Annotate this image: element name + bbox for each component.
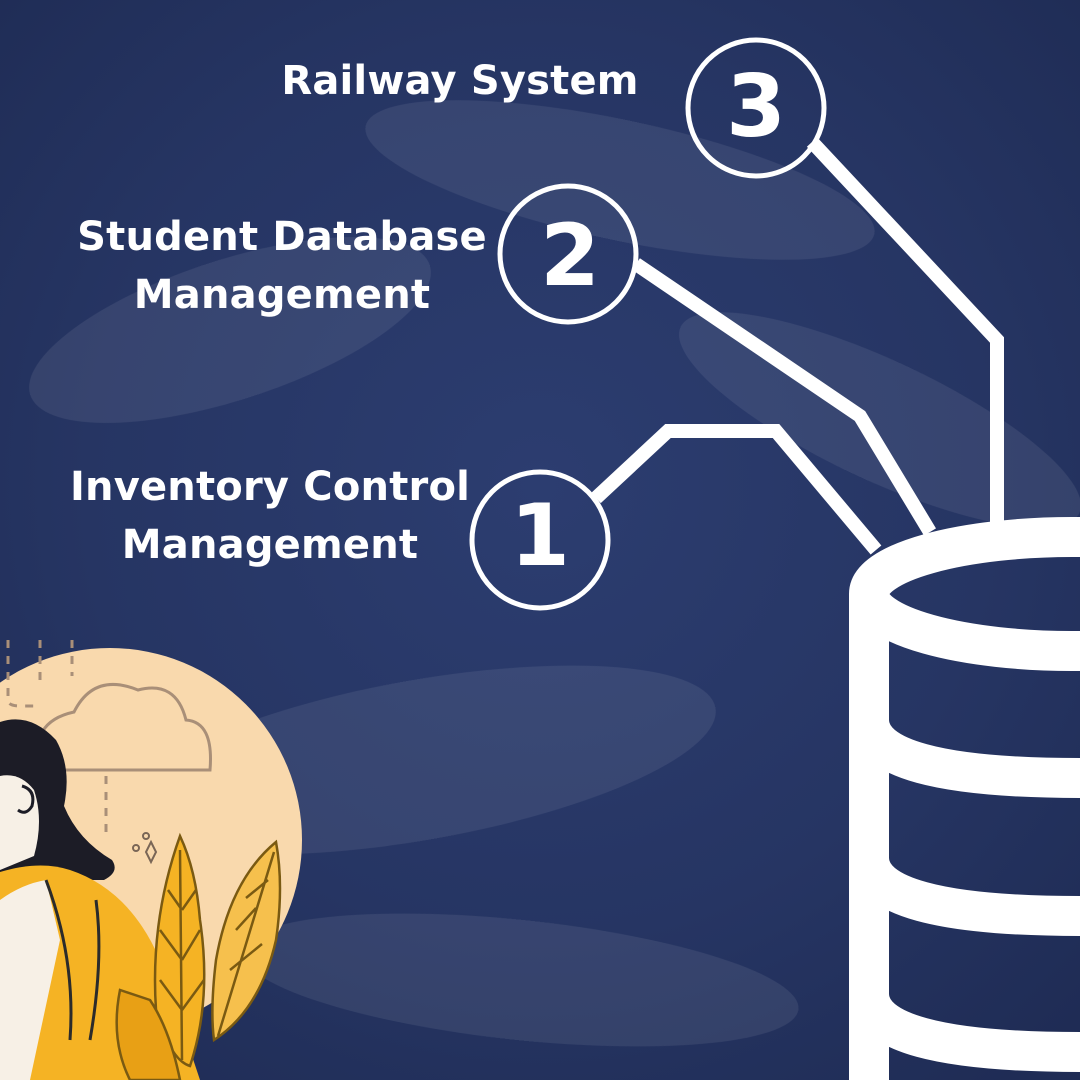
item-label-line: Inventory Control <box>69 464 471 510</box>
connector-line-1 <box>591 424 882 555</box>
item-label-line: Management <box>121 522 419 568</box>
item-number-3: 3 <box>726 57 786 157</box>
ear <box>17 784 35 814</box>
jacket-collar <box>0 880 60 1080</box>
dashed-lines <box>6 640 108 840</box>
item-label-inventory-control-management: Inventory Control Management <box>52 458 488 574</box>
sparkle-icons <box>132 832 158 865</box>
cloud-icon <box>36 682 212 772</box>
item-label-line: Management <box>133 272 431 318</box>
connector-line-2 <box>632 258 936 536</box>
connector-lines <box>591 137 1004 555</box>
item-number-1: 1 <box>510 486 570 586</box>
face <box>0 775 39 870</box>
number-circle-1 <box>469 469 611 611</box>
number-circle-2 <box>497 183 639 325</box>
item-label-student-database-management: Student Database Management <box>60 208 504 324</box>
item-label-line: Student Database <box>77 214 487 260</box>
jacket-lapel-line <box>44 879 101 1041</box>
item-label-railway-system: Railway System <box>260 52 660 110</box>
item-number-2: 2 <box>540 206 600 306</box>
database-icon <box>849 517 1080 1080</box>
connector-line-3 <box>806 137 1004 522</box>
number-circle-3 <box>685 37 827 179</box>
woman-with-plants-illustration <box>0 640 302 1080</box>
plant-leaves <box>115 832 282 1080</box>
item-label-line: Railway System <box>281 58 639 104</box>
